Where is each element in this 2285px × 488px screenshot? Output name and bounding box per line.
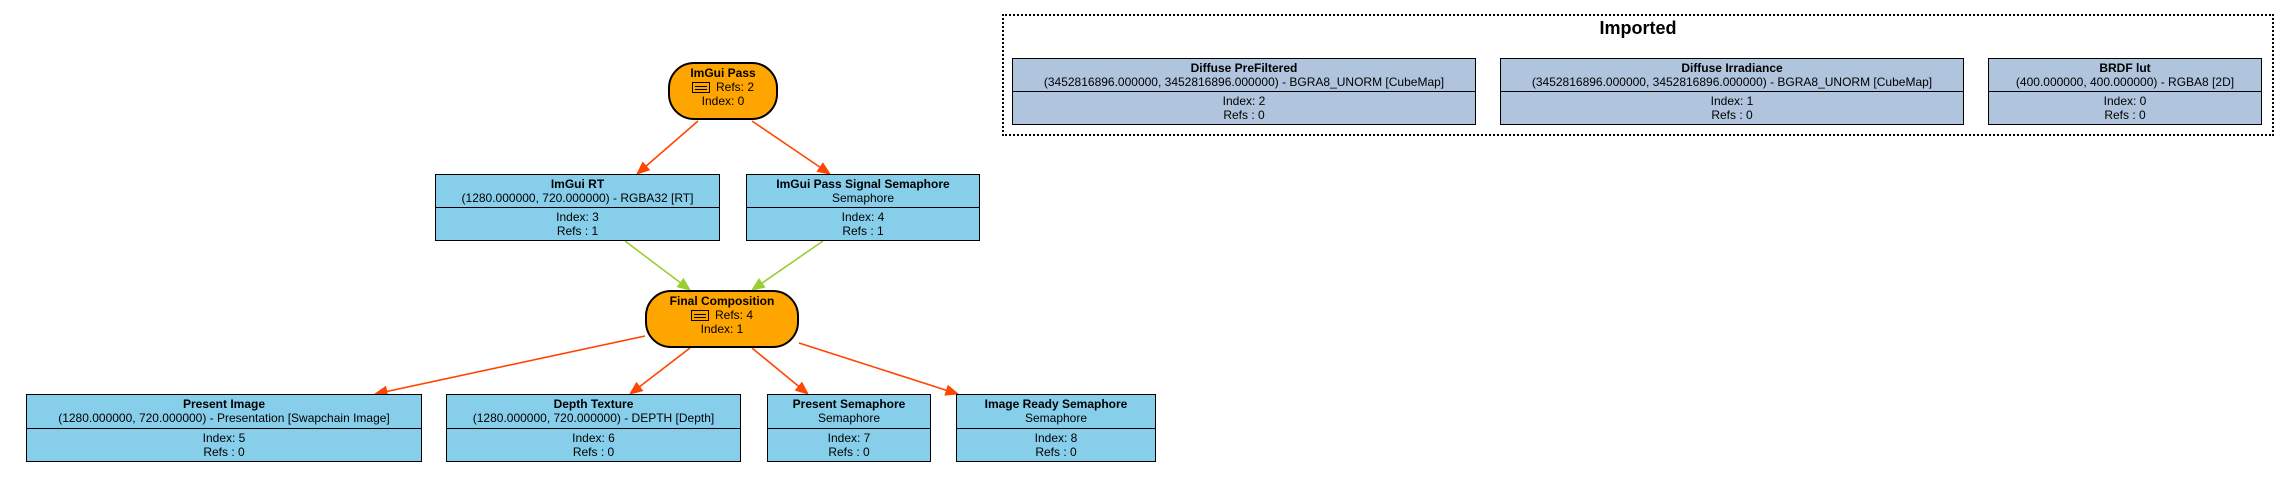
resource-name: BRDF lut <box>2099 61 2151 75</box>
resource-refs: Refs : 1 <box>556 224 599 238</box>
resource-node-diffuse-irradiance[interactable]: Diffuse Irradiance (3452816896.000000, 3… <box>1500 58 1964 125</box>
resource-refs: Refs : 0 <box>2104 108 2146 122</box>
resource-refs: Refs : 0 <box>828 444 870 459</box>
resource-node-brdf-lut[interactable]: BRDF lut (400.000000, 400.000000) - RGBA… <box>1988 58 2262 125</box>
edge-final-to-present_image <box>386 335 646 393</box>
resource-refs: Refs : 1 <box>842 224 884 238</box>
pass-index: Index: 1 <box>700 322 744 336</box>
resource-node-present-semaphore[interactable]: Present Semaphore Semaphore Index: 7 Ref… <box>767 394 931 462</box>
list-icon <box>690 309 709 321</box>
imported-cluster: Imported <box>1002 14 2274 136</box>
edge-imgui_sem-to-final <box>761 240 824 284</box>
resource-name: Diffuse PreFiltered <box>1190 61 1298 75</box>
resource-name: Diffuse Irradiance <box>1681 61 1783 75</box>
resource-node-depth-texture[interactable]: Depth Texture (1280.000000, 720.000000) … <box>446 394 741 462</box>
resource-desc: (3452816896.000000, 3452816896.000000) -… <box>1531 75 1933 89</box>
resource-index: Index: 8 <box>1034 430 1078 445</box>
resource-index: Index: 1 <box>1710 94 1754 108</box>
resource-desc: Semaphore <box>1024 411 1088 426</box>
edge-imgui-to-imgui_sem <box>751 120 821 168</box>
resource-desc: (1280.000000, 720.000000) - Presentation… <box>58 411 390 426</box>
resource-index: Index: 4 <box>841 210 885 224</box>
resource-index: Index: 5 <box>202 430 246 445</box>
pass-index: Index: 0 <box>701 94 745 108</box>
resource-refs: Refs : 0 <box>1711 108 1753 122</box>
resource-node-diffuse-prefiltered[interactable]: Diffuse PreFiltered (3452816896.000000, … <box>1012 58 1476 125</box>
resource-name: Image Ready Semaphore <box>984 397 1128 412</box>
edge-arrowhead-imgui_rt-to-final <box>676 277 692 291</box>
pass-refs: Refs: 2 <box>715 80 754 94</box>
resource-refs: Refs : 0 <box>1223 108 1265 122</box>
edge-imgui_rt-to-final <box>624 240 681 284</box>
list-icon <box>691 81 710 93</box>
edge-imgui-to-imgui_rt <box>645 120 699 167</box>
resource-node-imgui-rt[interactable]: ImGui RT (1280.000000, 720.000000) - RGB… <box>435 174 720 241</box>
resource-name: Present Semaphore <box>792 397 906 412</box>
resource-index: Index: 2 <box>1222 94 1266 108</box>
pass-node-final-composition[interactable]: Final Composition Refs: 4 Index: 1 <box>645 290 799 348</box>
edge-final-to-image_ready_sem <box>798 342 947 392</box>
resource-index: Index: 6 <box>572 430 615 445</box>
resource-refs: Refs : 0 <box>572 444 615 459</box>
resource-name: Depth Texture <box>553 397 634 412</box>
resource-refs: Refs : 0 <box>203 444 245 459</box>
resource-desc: Semaphore <box>831 191 895 205</box>
edge-final-to-present_sem <box>751 347 800 388</box>
resource-desc: (1280.000000, 720.000000) - RGBA32 [RT] <box>461 191 694 205</box>
edge-arrowhead-imgui-to-imgui_rt <box>636 161 651 175</box>
edge-arrowhead-final-to-image_ready_sem <box>944 384 960 396</box>
resource-name: ImGui Pass Signal Semaphore <box>776 177 950 191</box>
pass-node-imgui[interactable]: ImGui Pass Refs: 2 Index: 0 <box>668 62 778 120</box>
resource-index: Index: 7 <box>827 430 871 445</box>
pass-name: ImGui Pass <box>690 66 756 80</box>
edge-final-to-depth_texture <box>639 347 691 388</box>
resource-index: Index: 0 <box>2103 94 2147 108</box>
resource-desc: Semaphore <box>817 411 881 426</box>
resource-name: ImGui RT <box>550 177 605 191</box>
resource-desc: (3452816896.000000, 3452816896.000000) -… <box>1043 75 1445 89</box>
edge-arrowhead-imgui_sem-to-final <box>750 278 766 291</box>
resource-name: Present Image <box>182 397 266 412</box>
edge-arrowhead-final-to-depth_texture <box>628 381 644 395</box>
resource-desc: (400.000000, 400.000000) - RGBA8 [2D] <box>2015 75 2235 89</box>
resource-node-image-ready-semaphore[interactable]: Image Ready Semaphore Semaphore Index: 8… <box>956 394 1156 462</box>
resource-node-present-image[interactable]: Present Image (1280.000000, 720.000000) … <box>26 394 422 462</box>
resource-refs: Refs : 0 <box>1035 444 1077 459</box>
pass-refs: Refs: 4 <box>714 308 753 322</box>
resource-node-imgui-pass-signal-semaphore[interactable]: ImGui Pass Signal Semaphore Semaphore In… <box>746 174 980 241</box>
pass-name: Final Composition <box>669 294 775 308</box>
resource-desc: (1280.000000, 720.000000) - DEPTH [Depth… <box>472 411 715 426</box>
edge-arrowhead-final-to-present_sem <box>794 381 810 395</box>
resource-index: Index: 3 <box>556 210 599 224</box>
edge-arrowhead-imgui-to-imgui_sem <box>816 162 832 175</box>
imported-cluster-title: Imported <box>1599 18 1677 38</box>
